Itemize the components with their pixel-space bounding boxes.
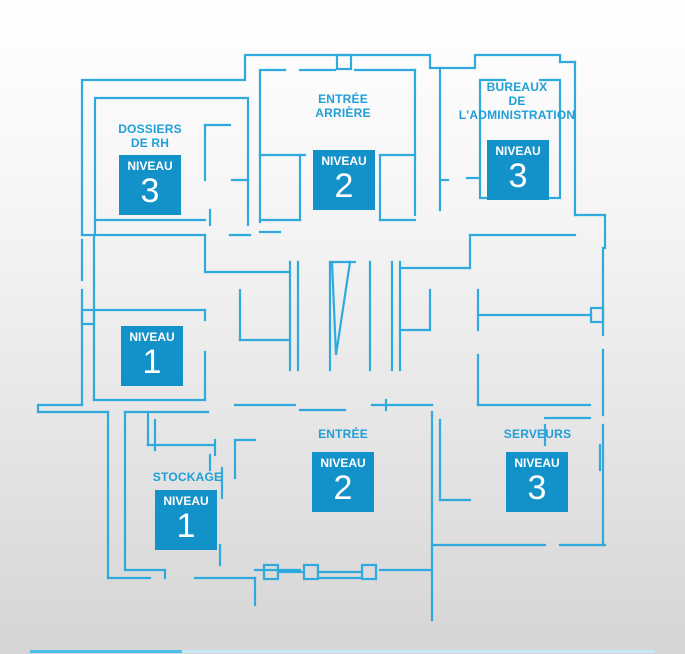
level-badge-label: NIVEAU bbox=[163, 494, 209, 508]
level-badge-back-entrance: NIVEAU 2 bbox=[313, 150, 375, 210]
level-badge-number: 3 bbox=[140, 172, 160, 210]
room-label-back-entrance: ENTRÉE ARRIÈRE bbox=[315, 92, 371, 120]
room-label-hr-files: DOSSIERS DE RH bbox=[118, 122, 182, 150]
level-badge-left-room: NIVEAU 1 bbox=[121, 326, 183, 386]
room-label-servers: SERVEURS bbox=[503, 427, 572, 441]
level-badge-label: NIVEAU bbox=[514, 456, 560, 470]
bottom-divider bbox=[30, 650, 655, 653]
level-badge-admin-offices: NIVEAU 3 bbox=[487, 140, 549, 200]
level-badge-storage: NIVEAU 1 bbox=[155, 490, 217, 550]
level-badge-entrance: NIVEAU 2 bbox=[312, 452, 374, 512]
bottom-divider-accent bbox=[30, 650, 182, 653]
room-label-entrance: ENTRÉE bbox=[318, 427, 368, 441]
level-badge-number: 1 bbox=[142, 343, 162, 381]
room-label-storage: STOCKAGE bbox=[152, 470, 223, 484]
level-badge-hr-files: NIVEAU 3 bbox=[119, 155, 181, 215]
room-label-admin-offices: BUREAUX DE L'ADMINISTRATION bbox=[458, 80, 576, 122]
level-badge-label: NIVEAU bbox=[320, 456, 366, 470]
level-badge-number: 3 bbox=[527, 469, 547, 507]
level-badge-number: 2 bbox=[333, 469, 353, 507]
level-badge-label: NIVEAU bbox=[127, 159, 173, 173]
walls bbox=[36, 53, 607, 622]
level-badge-number: 1 bbox=[176, 507, 196, 545]
level-badge-number: 2 bbox=[334, 167, 354, 205]
level-badge-label: NIVEAU bbox=[495, 144, 541, 158]
level-badge-number: 3 bbox=[508, 157, 528, 195]
level-badge-label: NIVEAU bbox=[321, 154, 367, 168]
level-badge-label: NIVEAU bbox=[129, 330, 175, 344]
level-badge-servers: NIVEAU 3 bbox=[506, 452, 568, 512]
